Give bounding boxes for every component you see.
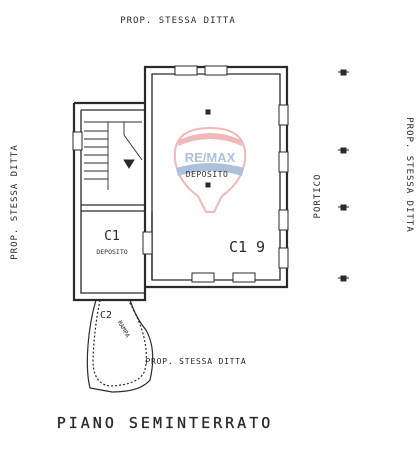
pillar-marker	[338, 275, 349, 282]
label-right: PROP. STESSA DITTA	[404, 117, 414, 233]
interior-pillar-marker	[205, 109, 211, 188]
label-deposito-small: DEPOSITO	[96, 248, 127, 256]
ramp-text: RAMPA	[116, 320, 131, 339]
room-code-main: C1 9	[229, 238, 265, 256]
remax-watermark: RE/MAX	[173, 126, 247, 213]
label-top: PROP. STESSA DITTA	[120, 16, 236, 26]
staircase	[84, 121, 143, 190]
pillar-marker	[338, 69, 349, 76]
plan-title: PIANO SEMINTERRATO	[57, 414, 274, 432]
room-code-small: C1	[104, 229, 120, 244]
ramp	[86, 299, 154, 393]
label-portico: PORTICO	[313, 174, 323, 219]
portico-pillars	[205, 69, 349, 282]
pillar-marker	[338, 147, 349, 154]
pillar-marker	[338, 204, 349, 211]
label-left: PROP. STESSA DITTA	[10, 144, 20, 260]
label-bottom: PROP. STESSA DITTA	[145, 357, 246, 366]
windows	[72, 65, 289, 283]
label-deposito-main: DEPOSITO	[186, 170, 229, 179]
walls	[72, 65, 289, 302]
remax-watermark-text: RE/MAX	[185, 150, 236, 165]
ramp-code: C2	[100, 310, 112, 321]
